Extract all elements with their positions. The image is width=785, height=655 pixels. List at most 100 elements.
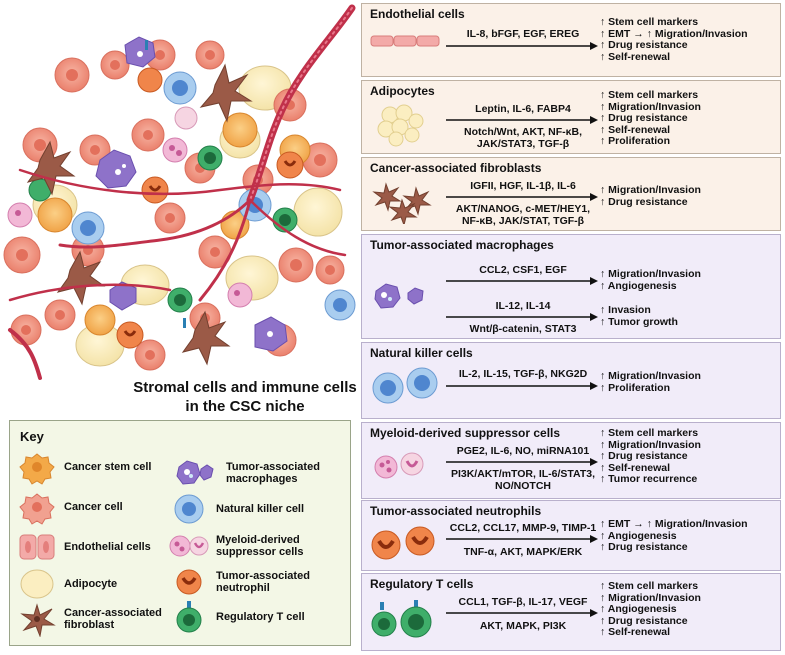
key-label: Tumor-associated macrophages xyxy=(226,461,320,485)
effect-item: ↑ Drug resistance xyxy=(600,614,688,627)
effects-list: ↑ Stem cell markers ↑ Migration/Invasion… xyxy=(600,89,701,148)
key-item-macrophages: Tumor-associated macrophages xyxy=(168,455,336,491)
signal-line: IL-12, IL-14 xyxy=(495,300,551,312)
effect-item: ↑ Proliferation xyxy=(600,381,671,394)
pathway-line: AKT, MAPK, PI3K xyxy=(479,620,567,632)
key-label: Tumor-associated neutrophil xyxy=(216,570,310,594)
panel-adipocytes: Adipocytes Leptin, IL-6, FABP4 Notch/Wnt… xyxy=(361,80,781,154)
fibroblast-icon xyxy=(20,603,56,637)
effects-list-2: ↑ Invasion ↑ Tumor growth xyxy=(600,304,678,328)
endothelial-cells-icon xyxy=(19,534,55,560)
effects-list: ↑ EMT → ↑ Migration/Invasion ↑ Angiogene… xyxy=(600,518,748,554)
pathway-line: AKT/NANOG, c-MET/HEY1, xyxy=(455,203,591,215)
effect-item: ↑ Migration/Invasion xyxy=(600,100,701,113)
signal-line: CCL2, CCL17, MMP-9, TIMP-1 xyxy=(449,522,597,534)
pathway-line: TNF-α, AKT, MAPK/ERK xyxy=(463,546,583,558)
treg-icon xyxy=(176,601,202,633)
signal-line: CCL2, CSF1, EGF xyxy=(479,264,567,276)
key-label: Regulatory T cell xyxy=(216,611,305,623)
key-title: Key xyxy=(20,429,44,444)
key-legend: Key Cancer stem cell Cancer cell Endothe… xyxy=(9,420,351,646)
key-label: Endothelial cells xyxy=(64,541,151,553)
effect-item: ↑ Drug resistance xyxy=(600,112,688,124)
effect-item: ↑ Angiogenesis xyxy=(600,603,677,615)
panel-fibroblasts: Cancer-associated fibroblasts IGFII, HGF… xyxy=(361,157,781,231)
panel-title: Tumor-associated macrophages xyxy=(370,238,554,252)
nk-cell-icon xyxy=(372,367,438,404)
csc-niche-illustration xyxy=(3,4,356,380)
effect-item: ↑ Self-renewal xyxy=(600,461,671,474)
signal-line: IL-8, bFGF, EGF, EREG xyxy=(466,28,580,40)
arrow-icon xyxy=(446,42,598,50)
panel-title: Natural killer cells xyxy=(370,346,473,360)
effects-list: ↑ Stem cell markers ↑ Migration/Invasion… xyxy=(600,580,701,639)
cancer-cell-icon xyxy=(19,493,55,525)
panel-nk-cells: Natural killer cells IL-2, IL-15, TGF-β,… xyxy=(361,342,781,419)
arrow-icon xyxy=(446,609,598,617)
key-item-endothelial-cells: Endothelial cells xyxy=(16,529,151,565)
adipocyte-icon xyxy=(20,569,54,599)
panel-macrophages: Tumor-associated macrophages CCL2, CSF1,… xyxy=(361,234,781,339)
arrow-icon xyxy=(446,382,598,390)
niche-title-line1: Stromal cells and immune cells xyxy=(133,379,357,396)
cell-cluster xyxy=(3,36,356,371)
treg-icon xyxy=(371,600,432,638)
nk-cell-icon xyxy=(174,494,204,524)
effect-item: ↑ EMT → ↑ Migration/Invasion xyxy=(600,518,748,530)
key-label: Myeloid-derived suppressor cells xyxy=(216,534,304,558)
fibroblast-icon xyxy=(372,182,432,224)
effect-item: ↑ Stem cell markers xyxy=(600,580,699,592)
mdsc-icon xyxy=(374,452,424,479)
pathway-line: NF-κB, JAK/STAT, TGF-β xyxy=(461,215,585,227)
effect-item: ↑ Migration/Invasion xyxy=(600,268,701,280)
panel-neutrophils: Tumor-associated neutrophils CCL2, CCL17… xyxy=(361,500,781,571)
niche-title-line2: in the CSC niche xyxy=(185,398,305,415)
arrow-icon xyxy=(446,313,598,321)
signal-line: Leptin, IL-6, FABP4 xyxy=(475,103,571,115)
effects-list: ↑ Stem cell markers ↑ Migration/Invasion… xyxy=(600,427,701,486)
key-item-cancer-stem-cell: Cancer stem cell xyxy=(16,449,151,485)
pathway-line: JAK/STAT3, TGF-β xyxy=(476,138,570,150)
key-label: Cancer cell xyxy=(64,501,123,513)
key-item-adipocyte: Adipocyte xyxy=(16,566,117,602)
macrophage-icon xyxy=(374,283,424,309)
key-item-treg: Regulatory T cell xyxy=(168,599,305,635)
effect-item: ↑ Drug resistance xyxy=(600,39,688,51)
panel-title: Cancer-associated fibroblasts xyxy=(370,161,542,175)
pathway-line: Wnt/β-catenin, STAT3 xyxy=(469,323,577,335)
cancer-stem-cell-icon xyxy=(19,453,55,485)
arrow-icon xyxy=(446,277,598,285)
effect-item: ↑ Tumor growth xyxy=(600,315,678,328)
effect-item: ↑ Migration/Invasion xyxy=(600,591,701,604)
adipocyte-cluster-icon xyxy=(377,104,424,147)
signal-line: IGFII, HGF, IL-1β, IL-6 xyxy=(470,180,576,192)
panel-title: Endothelial cells xyxy=(370,7,465,21)
signal-line: IL-2, IL-15, TGF-β, NKG2D xyxy=(458,368,588,380)
effect-item: ↑ Migration/Invasion xyxy=(600,370,701,382)
neutrophil-icon xyxy=(371,526,435,560)
key-label: Adipocyte xyxy=(64,578,118,590)
key-item-neutrophil: Tumor-associated neutrophil xyxy=(168,564,316,600)
mdsc-icon xyxy=(169,535,209,557)
arrow-icon xyxy=(446,116,598,124)
effect-item: ↑ Angiogenesis xyxy=(600,279,677,292)
key-item-fibroblast: Cancer-associated fibroblast xyxy=(16,601,174,637)
effect-item: ↑ Drug resistance xyxy=(600,541,688,553)
key-label: Cancer-associated fibroblast xyxy=(64,607,162,631)
effect-item: ↑ Migration/Invasion xyxy=(600,438,701,451)
effects-list: ↑ Migration/Invasion ↑ Proliferation xyxy=(600,370,701,394)
effect-item: ↑ Stem cell markers xyxy=(600,427,699,439)
effect-item: ↑ Drug resistance xyxy=(600,450,688,462)
effect-item: ↑ EMT → ↑ Migration/Invasion xyxy=(600,27,748,40)
key-label: Natural killer cell xyxy=(216,503,305,515)
effect-item: ↑ Migration/Invasion xyxy=(600,184,701,196)
signal-line: PGE2, IL-6, NO, miRNA101 xyxy=(456,445,590,457)
effects-list: ↑ Migration/Invasion ↑ Drug resistance xyxy=(600,184,701,208)
panel-title: Tumor-associated neutrophils xyxy=(370,504,542,518)
effect-item: ↑ Proliferation xyxy=(600,135,671,147)
arrow-icon xyxy=(446,458,598,466)
effects-list-1: ↑ Migration/Invasion ↑ Angiogenesis xyxy=(600,268,701,292)
panel-endothelial-cells: Endothelial cells IL-8, bFGF, EGF, EREG … xyxy=(361,3,781,77)
arrow-icon xyxy=(446,193,598,201)
key-item-nk-cell: Natural killer cell xyxy=(168,491,304,527)
